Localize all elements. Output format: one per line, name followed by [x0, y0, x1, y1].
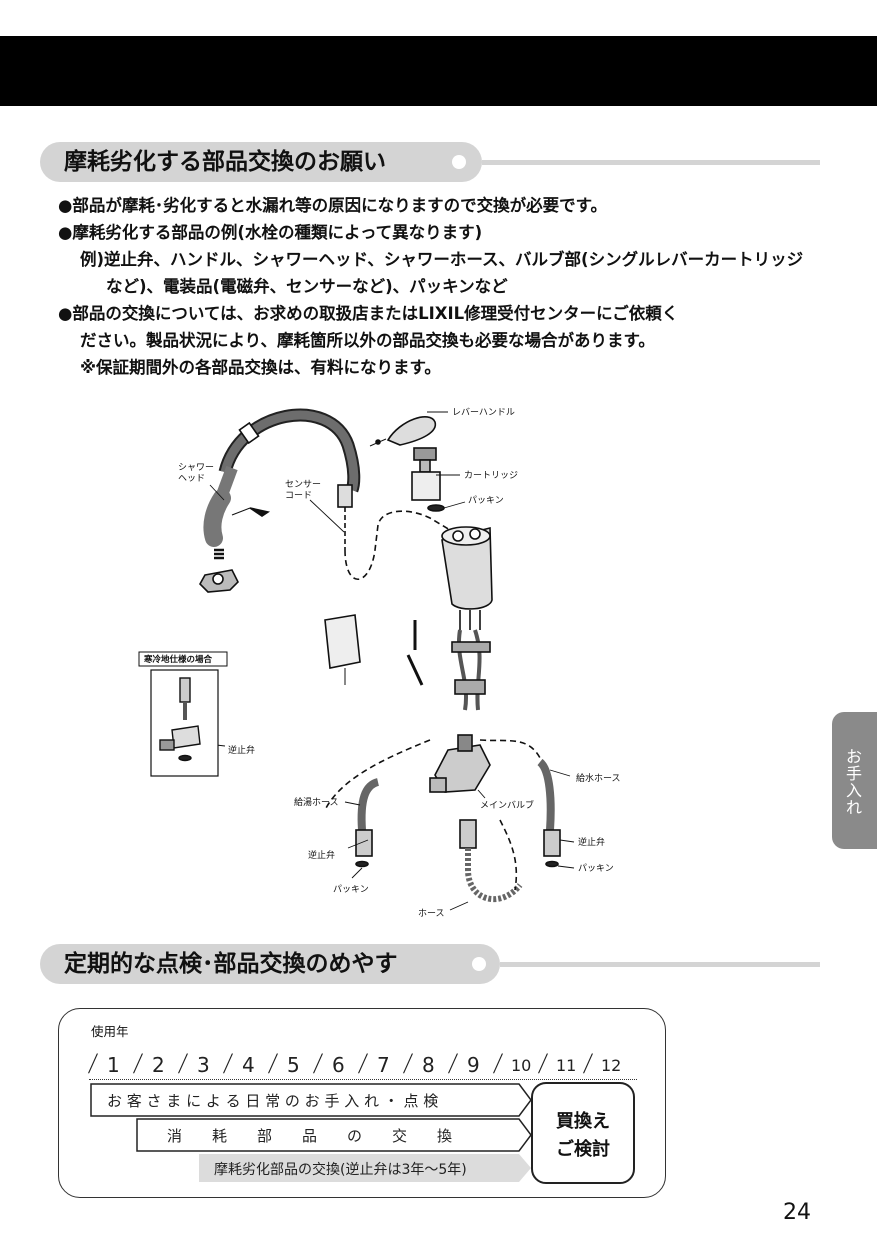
section1-body: ●部品が摩耗･劣化すると水漏れ等の原因になりますので交換が必要です。 ●摩耗劣化… [58, 192, 818, 381]
packing-label: パッキン [468, 495, 504, 506]
year-9: /9 [447, 1049, 480, 1077]
section-divider [500, 962, 820, 967]
lever-handle-label: レバーハンドル [452, 407, 515, 418]
consumables-text: 消 耗 部 品 の 交 換 [167, 1127, 452, 1145]
year-2: /2 [132, 1049, 165, 1077]
sensor-cord-label: コード [285, 491, 312, 501]
section-divider [482, 160, 820, 165]
page-number: 24 [783, 1200, 811, 1225]
body-line: ●部品の交換については、お求めの取扱店またはLIXIL修理受付センターにご依頼く [58, 304, 679, 323]
body-line: ●部品が摩耗･劣化すると水漏れ等の原因になりますので交換が必要です。 [58, 196, 607, 215]
replacement-text: ご検討 [556, 1138, 610, 1160]
section-title-text: 摩耗劣化する部品交換のお願い [64, 149, 386, 175]
main-valve-label: メインバルブ [480, 799, 534, 811]
daily-care-bar [90, 1083, 532, 1117]
body-line: ※保証期間外の各部品交換は、有料になります。 [80, 358, 441, 377]
section-title-text: 定期的な点検･部品交換のめやす [64, 951, 398, 977]
sensor-cord-label: センサー [285, 479, 321, 490]
title-dot-icon [452, 155, 466, 169]
check-valve-label: 逆止弁 [228, 744, 255, 756]
hose-label: ホース [418, 908, 445, 919]
year-12: /12 [582, 1049, 622, 1077]
body-line: ださい。製品状況により、摩耗箇所以外の部品交換も必要な場合があります。 [80, 331, 655, 350]
header-bar [0, 36, 877, 106]
wear-parts-text: 摩耗劣化部品の交換(逆止弁は3年〜5年) [214, 1161, 467, 1178]
section-title-schedule: 定期的な点検･部品交換のめやす [40, 944, 500, 984]
body-line: など)、電装品(電磁弁、センサーなど)、パッキンなど [106, 277, 508, 296]
wear-parts-bar [199, 1154, 531, 1182]
cold-region-label: 寒冷地仕様の場合 [143, 654, 213, 665]
hot-hose-label: 給湯ホース [294, 796, 339, 808]
shower-head-label: シャワー [178, 463, 214, 473]
year-3: /3 [177, 1049, 210, 1077]
packing-label: パッキン [333, 884, 369, 895]
check-valve-label: 逆止弁 [308, 849, 335, 861]
year-1: /1 [87, 1049, 120, 1077]
section-title-parts-replacement: 摩耗劣化する部品交換のお願い [40, 142, 482, 182]
year-8: /8 [402, 1049, 435, 1077]
replacement-text: 買換え [556, 1110, 610, 1132]
faucet-exploded-diagram: 寒冷地仕様の場合 レバーハンドル カートリッジ パッキン シャワー ヘッド セン… [138, 407, 621, 919]
daily-care-text: お 客 さ ま に よ る 日 常 の お 手 入 れ ・ 点 検 [107, 1092, 438, 1110]
year-7: /7 [357, 1049, 390, 1077]
year-4: /4 [222, 1049, 255, 1077]
replacement-box [531, 1082, 635, 1184]
body-line: 例)逆止弁、ハンドル、シャワーヘッド、シャワーホース、バルブ部(シングルレバーカ… [80, 250, 804, 269]
year-5: /5 [267, 1049, 300, 1077]
year-10: /10 [492, 1049, 532, 1077]
side-tab-care[interactable]: お手入れ [832, 712, 877, 849]
body-line: ●摩耗劣化する部品の例(水栓の種類によって異なります) [58, 223, 483, 242]
timeline-bars: お 客 さ ま に よ る 日 常 の お 手 入 れ ・ 点 検 消 耗 部 … [90, 1082, 635, 1184]
usage-years-label: 使用年 [91, 1024, 129, 1039]
cartridge-label: カートリッジ [464, 470, 518, 481]
packing-label: パッキン [578, 863, 614, 874]
check-valve-label: 逆止弁 [578, 836, 605, 848]
replacement-timeline: 使用年 /1 /2 /3 /4 /5 /6 /7 /8 /9 /10 /11 /… [58, 1008, 666, 1198]
title-dot-icon [472, 957, 486, 971]
shower-head-label: ヘッド [178, 474, 205, 484]
year-6: /6 [312, 1049, 345, 1077]
water-hose-label: 給水ホース [576, 772, 621, 784]
years-axis: /1 /2 /3 /4 /5 /6 /7 /8 /9 /10 /11 /12 [87, 1043, 637, 1080]
year-11: /11 [537, 1049, 577, 1077]
consumables-bar [136, 1118, 532, 1152]
side-tab-label: お手入れ [845, 747, 862, 817]
